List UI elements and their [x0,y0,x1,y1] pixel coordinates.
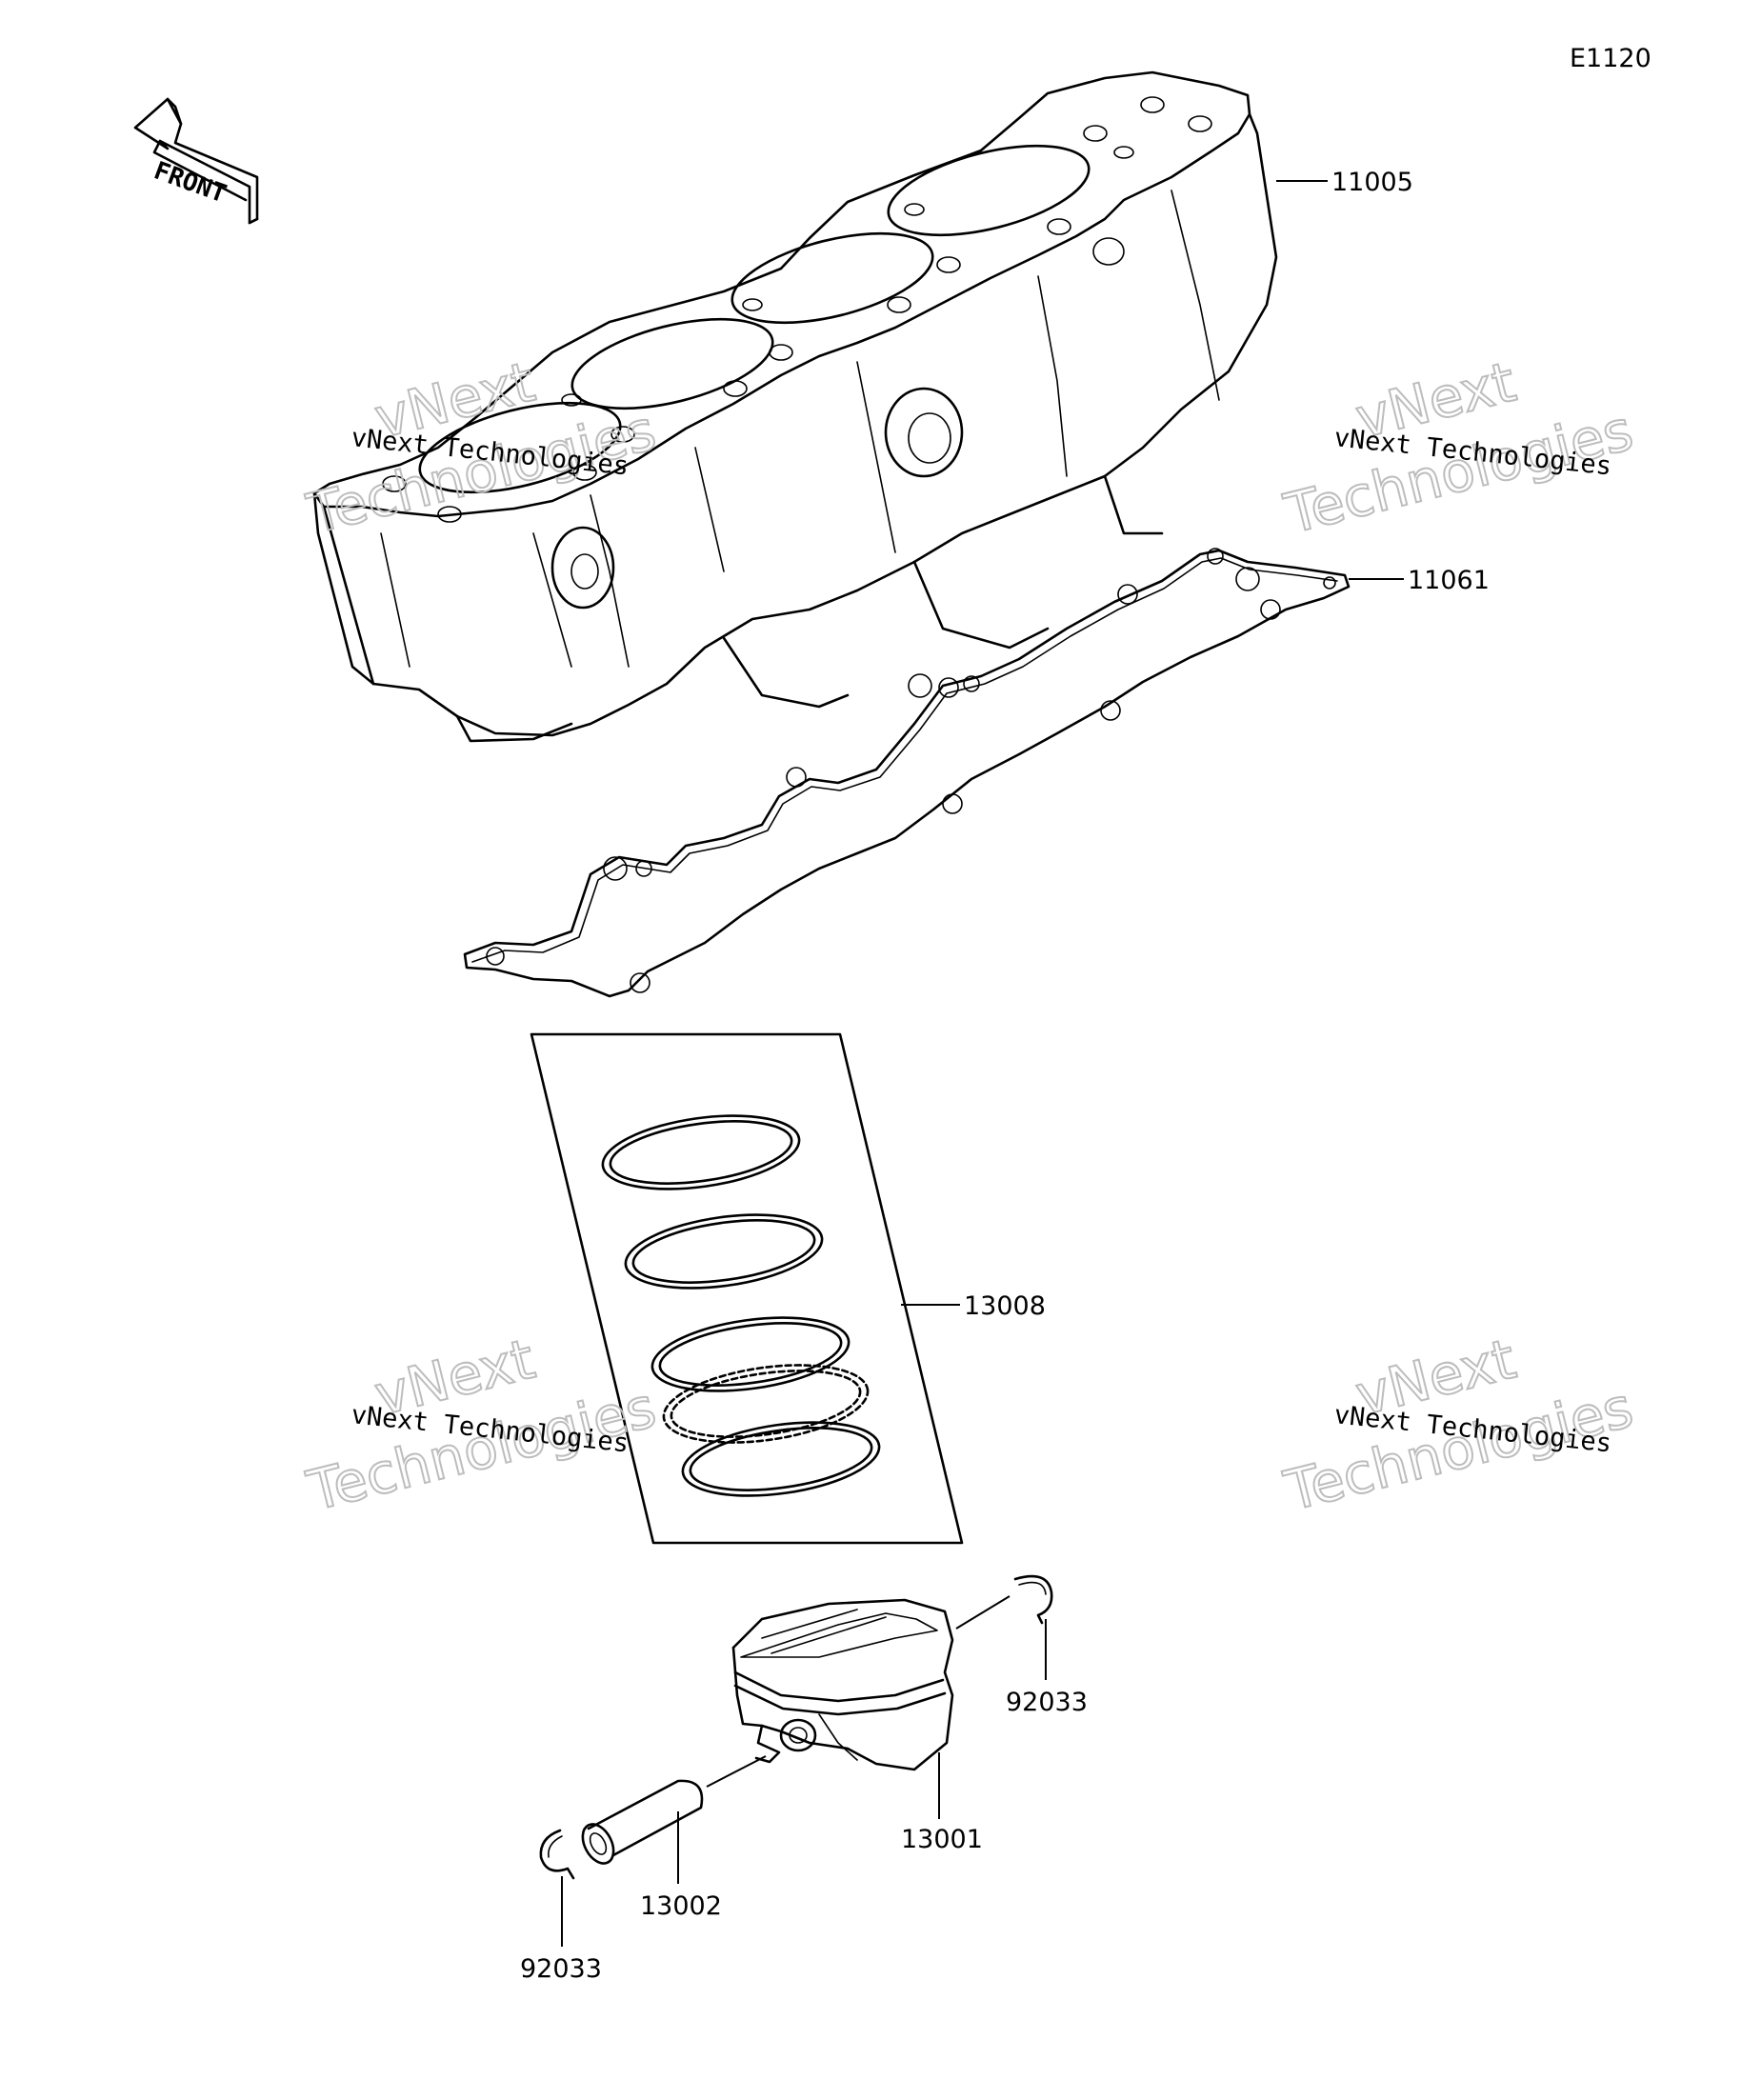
piston-ring-set[interactable] [530,1032,964,1545]
watermark-4: vNext Technologies vNext Technologies [1277,1326,1640,1525]
piston[interactable] [731,1598,954,1819]
watermark-2: vNext Technologies vNext Technologies [1277,349,1640,548]
diagram-code: E1120 [1570,44,1651,73]
watermark-1: vNext Technologies vNext Technologies [300,349,663,548]
part-label-13002: 13002 [640,1891,722,1921]
part-label-13008: 13008 [964,1291,1046,1321]
piston-pin[interactable] [576,1755,767,1884]
part-label-92033-left: 92033 [520,1954,602,1984]
part-label-11005: 11005 [1331,168,1413,197]
circlip-right[interactable] [955,1574,1053,1680]
front-label: FRONT [150,156,230,209]
part-label-11061: 11061 [1408,566,1490,595]
front-arrow-icon: FRONT [133,97,259,225]
part-label-92033-right: 92033 [1006,1688,1088,1717]
cylinder-block[interactable] [312,70,1328,743]
cylinder-base-gasket[interactable] [463,548,1404,998]
circlip-left[interactable] [539,1829,575,1947]
part-label-13001: 13001 [901,1825,983,1854]
